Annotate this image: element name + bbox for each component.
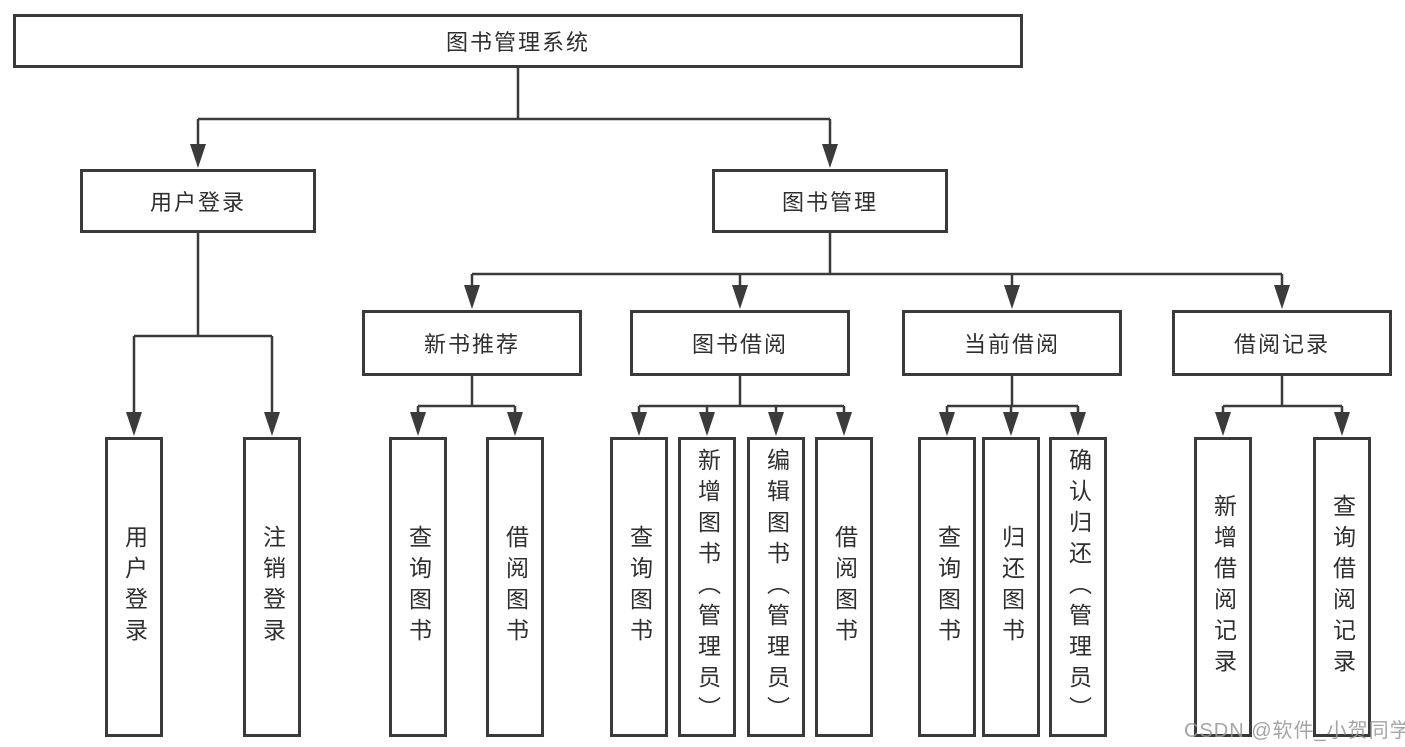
node-label: 新书推荐 [423, 332, 520, 357]
node-user-login: 用户登录 [80, 169, 316, 233]
leaf-label: 借阅图书 [502, 525, 529, 649]
leaf-query-books-current: 查询图书 [918, 437, 976, 737]
leaf-label: 新增借阅记录 [1210, 494, 1237, 680]
csdn-watermark: CSDN @软件_小贺同学 [1184, 720, 1405, 742]
leaf-label: 查询图书 [934, 525, 961, 649]
leaf-logout: 注销登录 [243, 437, 301, 737]
connector-recommend-to-leaves [416, 376, 517, 420]
node-label: 图书借阅 [691, 332, 788, 357]
leaf-label: 查询图书 [405, 525, 432, 649]
leaf-return-book: 归还图书 [982, 437, 1040, 737]
leaf-query-borrow-record: 查询借阅记录 [1313, 437, 1371, 737]
leaf-label: 编辑图书（管理员） [763, 447, 790, 727]
node-label: 用户登录 [149, 190, 246, 215]
connector-root-to-level2 [196, 68, 832, 150]
node-borrowing-records: 借阅记录 [1172, 310, 1392, 376]
leaf-borrow-books: 借阅图书 [815, 437, 873, 737]
leaf-user-login: 用户登录 [105, 437, 163, 737]
arrowheads [126, 144, 1350, 436]
leaf-label: 归还图书 [998, 525, 1025, 649]
leaf-label: 查询借阅记录 [1329, 494, 1356, 680]
node-label: 图书管理系统 [445, 30, 590, 55]
leaf-confirm-return-admin: 确认归还（管理员） [1049, 437, 1107, 737]
connector-records-to-leaves [1221, 376, 1344, 420]
node-current-borrowing: 当前借阅 [902, 310, 1122, 376]
leaf-borrow-books-recommend: 借阅图书 [486, 437, 544, 737]
node-label: 当前借阅 [963, 332, 1060, 357]
leaf-label: 查询图书 [626, 525, 653, 649]
leaf-query-books-borrow: 查询图书 [610, 437, 668, 737]
leaf-label: 注销登录 [259, 525, 286, 649]
node-label: 图书管理 [781, 190, 878, 215]
node-label: 借阅记录 [1233, 332, 1330, 357]
connector-bookmgmt-to-level3 [470, 233, 1284, 294]
leaf-edit-book-admin: 编辑图书（管理员） [747, 437, 805, 737]
leaf-label: 借阅图书 [831, 525, 858, 649]
node-book-borrowing: 图书借阅 [630, 310, 850, 376]
node-library-management-system: 图书管理系统 [13, 14, 1023, 68]
leaf-label: 确认归还（管理员） [1065, 447, 1092, 727]
leaf-add-borrow-record: 新增借阅记录 [1194, 437, 1252, 737]
leaf-add-book-admin: 新增图书（管理员） [678, 437, 736, 737]
node-book-management: 图书管理 [712, 169, 948, 233]
leaf-label: 新增图书（管理员） [694, 447, 721, 727]
leaf-label: 用户登录 [121, 525, 148, 649]
leaf-query-books-recommend: 查询图书 [389, 437, 447, 737]
node-new-book-recommendation: 新书推荐 [362, 310, 582, 376]
connector-userlogin-to-leaves [132, 233, 274, 420]
connector-borrow-to-leaves [637, 376, 846, 420]
